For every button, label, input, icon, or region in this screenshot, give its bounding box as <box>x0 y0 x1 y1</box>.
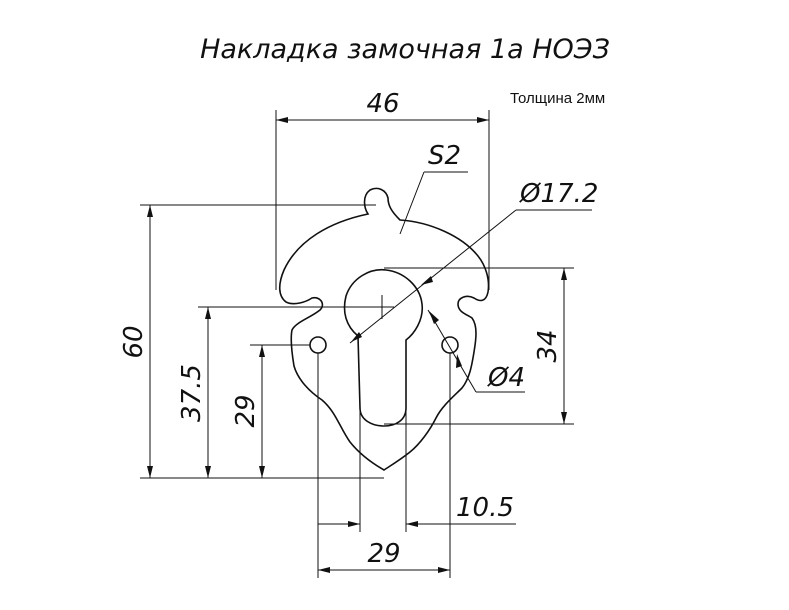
dimension-big-hole-text: Ø17.2 <box>519 179 598 209</box>
dimension-slot-width: 10.5 <box>318 410 516 532</box>
dimension-slot-height-text: 34 <box>533 329 563 362</box>
dimension-slot-width-text: 10.5 <box>456 493 514 523</box>
surface-label: S2 <box>399 141 468 235</box>
dimension-height-total-text: 60 <box>119 325 149 358</box>
small-hole-right <box>441 336 459 354</box>
small-hole-left <box>309 336 327 354</box>
dimension-top-width-text: 46 <box>366 89 399 119</box>
drawing-title: Накладка замочная 1а НОЭЗ <box>200 34 610 65</box>
dimension-slot-height: 34 <box>384 267 574 425</box>
dimension-height-total: 60 <box>119 204 384 479</box>
thickness-note: Толщина 2мм <box>510 90 605 107</box>
dimension-top-width: 46 <box>275 89 490 290</box>
keyhole-outline <box>343 269 424 427</box>
dimension-height-big-hole-text: 37.5 <box>177 364 207 422</box>
part-outline <box>278 187 490 471</box>
dimension-small-hole: Ø4 <box>427 309 525 393</box>
dimension-height-big-hole: 37.5 <box>177 306 376 478</box>
dimension-height-small-holes: 29 <box>231 344 310 478</box>
dimension-height-small-holes-text: 29 <box>231 394 261 427</box>
dimension-holes-spacing: 29 <box>317 353 451 578</box>
dimension-holes-spacing-text: 29 <box>367 539 400 569</box>
dimension-small-hole-text: Ø4 <box>487 363 525 393</box>
surface-label-text: S2 <box>428 141 461 171</box>
dimension-big-hole: Ø17.2 <box>349 179 598 344</box>
